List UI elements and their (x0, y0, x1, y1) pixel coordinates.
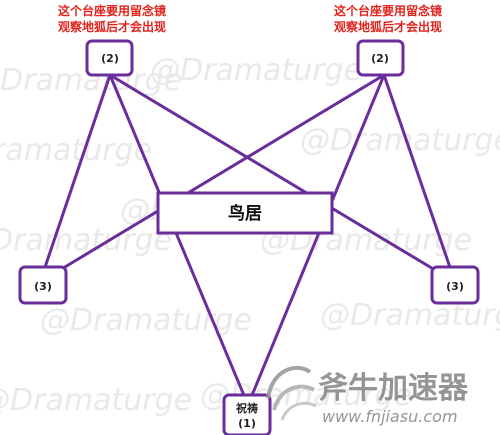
watermark: @Dramaturge (150, 53, 362, 88)
edge-topright-midright (382, 73, 457, 284)
note-right-line2: 观察地狐后才会出现 (334, 19, 442, 34)
watermark: @Dramaturge (40, 303, 252, 338)
edge-topleft-midright (108, 73, 457, 284)
watermark-layer: @Dramaturge @Dramaturge @Dramaturge @Dra… (0, 53, 500, 418)
pedestal-box (18, 265, 68, 305)
edges (38, 73, 457, 407)
pedestal-label-line1: 祝祷 (236, 401, 258, 415)
torii-gate: 鸟居 (156, 191, 334, 235)
pedestal-label: (2) (101, 52, 119, 65)
watermark: @Dramaturge (0, 383, 192, 418)
brand-watermark: 斧牛加速器 www.fnjiasu.com (266, 366, 469, 426)
note-left-line1: 这个台座要用留念镜 (58, 3, 166, 18)
pedestal-label: (3) (446, 280, 464, 293)
edge-topleft-bottom (108, 73, 250, 407)
note-left: 这个台座要用留念镜 观察地狐后才会出现 (58, 3, 166, 34)
pedestal-top-right: (2) (356, 39, 405, 77)
note-right: 这个台座要用留念镜 观察地狐后才会出现 (334, 3, 442, 34)
pedestal-mid-right: (3) (430, 265, 480, 305)
pedestal-box (430, 265, 480, 305)
torii-label: 鸟居 (228, 203, 262, 224)
edge-topright-midleft (38, 73, 386, 284)
note-left-line2: 观察地狐后才会出现 (58, 19, 166, 34)
pedestal-mid-left: (3) (18, 265, 68, 305)
pedestal-top-left: (2) (85, 39, 134, 77)
pedestal-bottom: 祝祷 (1) (222, 393, 272, 435)
edge-topleft-midleft (38, 73, 112, 284)
watermark: @Dramaturge (300, 123, 500, 158)
pedestal-label-line2: (1) (238, 417, 256, 430)
swirl-logo-icon (266, 366, 317, 421)
pedestal-label: (3) (34, 280, 52, 293)
pedestal-label: (2) (371, 52, 389, 65)
pedestal-box (85, 39, 134, 77)
watermark: @Dramaturge (0, 223, 172, 258)
brand-url: www.fnjiasu.com (322, 407, 458, 426)
pedestal-box (222, 393, 272, 435)
brand-name: 斧牛加速器 (318, 371, 469, 406)
pedestal-box (356, 39, 405, 77)
torii-box (156, 191, 334, 235)
edge-topright-bottom (246, 73, 386, 407)
watermark: @Dramaturge (0, 133, 152, 168)
note-right-line1: 这个台座要用留念镜 (334, 3, 442, 18)
